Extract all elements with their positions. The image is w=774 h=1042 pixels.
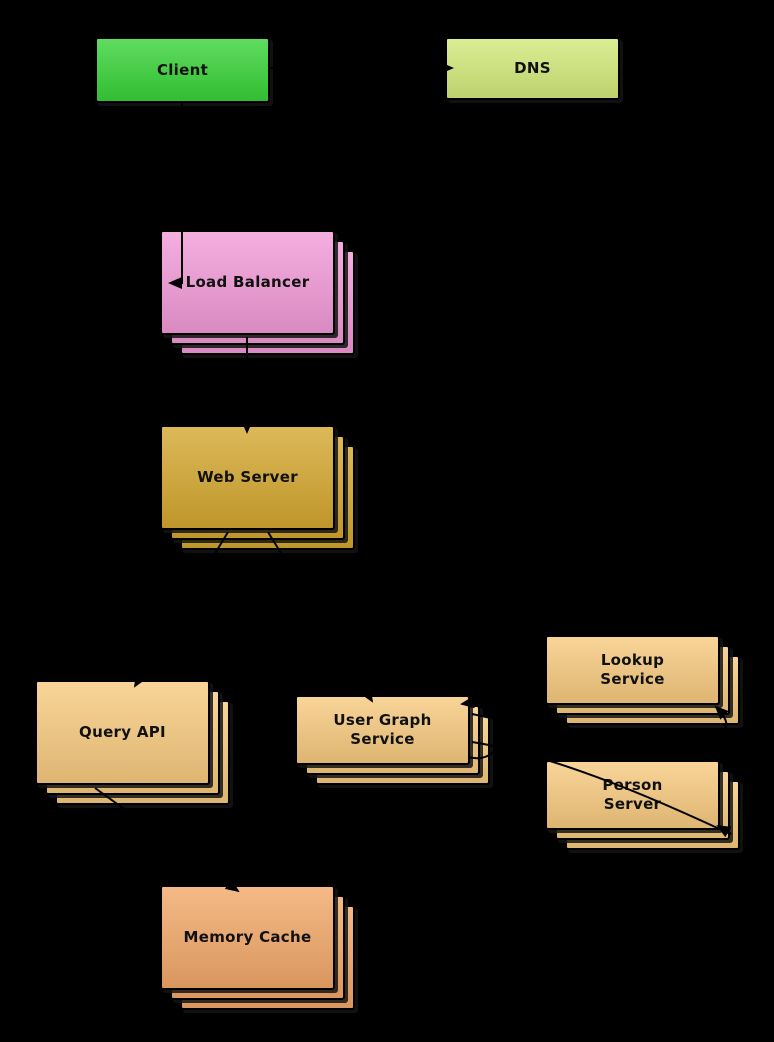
node-query-api-face: Query API — [35, 680, 210, 785]
node-client-label: Client — [156, 60, 209, 79]
node-query-api: Query API — [35, 680, 230, 805]
node-memory-cache-label: Memory Cache — [183, 928, 312, 947]
node-lookup-service: Lookup Service — [545, 635, 740, 725]
node-web-server-face: Web Server — [160, 425, 335, 530]
node-lookup-service-label: Lookup Service — [600, 651, 665, 688]
node-memory-cache: Memory Cache — [160, 885, 355, 1010]
edge-web-server-user-graph — [267, 531, 374, 703]
node-memory-cache-face: Memory Cache — [160, 885, 335, 990]
node-dns-label: DNS — [514, 59, 551, 78]
node-load-balancer-face: Load Balancer — [160, 230, 335, 335]
node-client: Client — [95, 37, 270, 103]
node-person-server: Person Server — [545, 760, 740, 850]
node-user-graph-service: User Graph Service — [295, 695, 490, 785]
node-user-graph-service-label: User Graph Service — [333, 711, 432, 748]
node-web-server: Web Server — [160, 425, 355, 550]
node-person-server-label: Person Server — [602, 776, 663, 813]
node-client-face: Client — [95, 37, 270, 103]
node-dns-face: DNS — [445, 37, 620, 100]
node-load-balancer: Load Balancer — [160, 230, 355, 355]
node-query-api-label: Query API — [79, 723, 166, 742]
node-web-server-label: Web Server — [197, 468, 298, 487]
edge-web-server-query-api — [133, 531, 229, 688]
node-user-graph-service-face: User Graph Service — [295, 695, 470, 765]
node-lookup-service-face: Lookup Service — [545, 635, 720, 705]
node-dns: DNS — [445, 37, 620, 100]
node-load-balancer-label: Load Balancer — [185, 273, 310, 292]
node-person-server-face: Person Server — [545, 760, 720, 830]
